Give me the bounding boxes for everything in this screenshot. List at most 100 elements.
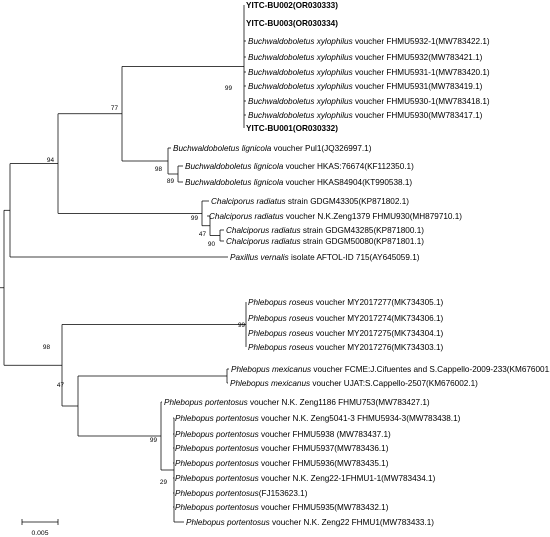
tip-label: Phlebopus roseus voucher MY2017276(MK734… <box>248 343 444 352</box>
tip-label-accession: voucher FHMU5930(MW783417.1) <box>353 111 483 120</box>
tip-label-accession: isolate AFTOL-ID 715(AY645059.1) <box>289 253 420 262</box>
tip-label-species: Phlebopus portentosus <box>175 459 259 468</box>
tip-label: Phlebopus roseus voucher MY2017274(MK734… <box>248 314 444 323</box>
tip-label-accession: voucher MY2017274(MK734306.1) <box>314 314 444 323</box>
tip-label-species: Buchwaldoboletus lignicola <box>185 162 284 171</box>
support-value: 29 <box>160 479 168 486</box>
tip-label-accession: voucher FHMU5930-1(MW783418.1) <box>353 97 490 106</box>
tip-label-accession: voucher FCME:J.Cifuentes and S.Cappello-… <box>311 365 550 374</box>
tip-label-species: Phlebopus roseus <box>248 314 314 323</box>
tip-label-accession: strain GDGM43305(KP871802.1) <box>286 197 410 206</box>
tip-label: Buchwaldoboletus xylophilus voucher FHMU… <box>248 37 490 46</box>
tip-label: Phlebopus portentosus voucher N.K. Zeng2… <box>175 474 436 483</box>
tip-label-species: Phlebopus portentosus <box>175 489 259 498</box>
tip-label-accession: strain GDGM50080(KP871801.1) <box>301 237 425 246</box>
tip-label: Phlebopus mexicanus voucher UJAT:S.Cappe… <box>230 379 478 388</box>
tip-label: Phlebopus roseus voucher MY2017275(MK734… <box>248 329 444 338</box>
support-value: 89 <box>167 178 175 185</box>
tip-label: Paxillus vernalis isolate AFTOL-ID 715(A… <box>230 253 420 262</box>
tip-label-accession: voucher MY2017275(MK734304.1) <box>314 329 444 338</box>
scale-bar-label: 0.005 <box>31 530 48 537</box>
tip-label: Phlebopus portentosus voucher FHMU5937(M… <box>175 444 389 453</box>
tip-label-accession: voucher FHMU5932(MW783421.1) <box>353 53 483 62</box>
tip-label-species: Phlebopus mexicanus <box>231 365 311 374</box>
support-value: 94 <box>47 157 55 164</box>
support-value: 99 <box>150 437 158 444</box>
tip-label: YITC-BU001(OR030332) <box>246 124 338 133</box>
tip-label-species: Phlebopus portentosus <box>186 518 270 527</box>
tip-label: Phlebopus portentosus voucher N.K. Zeng1… <box>164 398 430 407</box>
tip-label-species: Buchwaldoboletus xylophilus <box>248 97 353 106</box>
tip-label-species: Buchwaldoboletus xylophilus <box>248 53 353 62</box>
tip-label-accession: voucher N.K.Zeng1379 FHMU930(MH879710.1) <box>284 212 463 221</box>
tip-label-species: Buchwaldoboletus xylophilus <box>248 37 353 46</box>
tip-label-species: Phlebopus roseus <box>248 298 314 307</box>
support-value: 90 <box>208 241 216 248</box>
tip-label: Buchwaldoboletus xylophilus voucher FHMU… <box>248 111 483 120</box>
tip-label-accession: (FJ153623.1) <box>259 489 308 498</box>
tip-label-species: Phlebopus roseus <box>248 329 314 338</box>
support-value: 99 <box>238 322 246 329</box>
tip-label-accession: voucher FHMU5931(MW783419.1) <box>353 82 483 91</box>
tip-label-species: Buchwaldoboletus lignicola <box>173 144 272 153</box>
tip-label-species: Chalciporus radiatus <box>211 197 286 206</box>
tip-label-accession: voucher FHMU5931-1(MW783420.1) <box>353 68 490 77</box>
support-value: 47 <box>57 382 65 389</box>
tip-label-species: Buchwaldoboletus xylophilus <box>248 82 353 91</box>
tip-label-species: Phlebopus portentosus <box>175 444 259 453</box>
tip-label: Chalciporus radiatus voucher N.K.Zeng137… <box>209 212 462 221</box>
tip-label-species: Buchwaldoboletus xylophilus <box>248 111 353 120</box>
tip-label: Buchwaldoboletus xylophilus voucher FHMU… <box>248 82 483 91</box>
tip-label-species: Paxillus vernalis <box>230 253 289 262</box>
tip-label-accession: voucher N.K. Zeng1186 FHMU753(MW783427.1… <box>248 398 430 407</box>
tip-label-accession: YITC-BU003(OR030334) <box>246 19 338 28</box>
tip-label-species: Phlebopus portentosus <box>175 414 259 423</box>
tip-label: YITC-BU003(OR030334) <box>246 19 338 28</box>
support-value: 77 <box>111 105 119 112</box>
support-value: 98 <box>155 166 163 173</box>
tip-label-accession: YITC-BU001(OR030332) <box>246 124 338 133</box>
tree-branches <box>0 5 247 523</box>
tip-label: Phlebopus portentosus voucher N.K. Zeng5… <box>175 414 461 423</box>
tip-label-species: Phlebopus portentosus <box>164 398 248 407</box>
tip-label-accession: voucher FHMU5938 (MW783437.1) <box>259 430 391 439</box>
tip-label: Buchwaldoboletus xylophilus voucher FHMU… <box>248 97 490 106</box>
support-value: 47 <box>199 231 207 238</box>
tip-label-accession: strain GDGM43285(KP871800.1) <box>301 226 425 235</box>
support-value: 99 <box>191 215 199 222</box>
tip-label-species: Chalciporus radiatus <box>209 212 284 221</box>
tip-label-accession: voucher FHMU5935(MW783432.1) <box>259 503 389 512</box>
tip-label-species: Phlebopus portentosus <box>175 474 259 483</box>
tip-label-species: Chalciporus radiatus <box>226 237 301 246</box>
tip-label-species: Phlebopus roseus <box>248 343 314 352</box>
tip-label: Buchwaldoboletus xylophilus voucher FHMU… <box>248 53 483 62</box>
tip-label: Chalciporus radiatus strain GDGM43305(KP… <box>211 197 409 206</box>
tip-label: YITC-BU002(OR030333) <box>246 1 338 10</box>
tip-label: Buchwaldoboletus lignicola voucher HKAS:… <box>185 162 414 171</box>
tip-label-accession: voucher UJAT:S.Cappello-2507(KM676002.1) <box>310 379 478 388</box>
tip-label: Buchwaldoboletus lignicola voucher Pul1(… <box>173 144 372 153</box>
tip-label: Buchwaldoboletus xylophilus voucher FHMU… <box>248 68 490 77</box>
tip-label: Phlebopus portentosus voucher FHMU5935(M… <box>175 503 389 512</box>
tip-label-species: Phlebopus portentosus <box>175 503 259 512</box>
tip-label: Chalciporus radiatus strain GDGM50080(KP… <box>226 237 424 246</box>
tip-label: Phlebopus portentosus voucher N.K. Zeng2… <box>186 518 434 527</box>
tip-label: Phlebopus portentosus voucher FHMU5938 (… <box>175 430 391 439</box>
support-value: 99 <box>225 85 233 92</box>
tip-label: Chalciporus radiatus strain GDGM43285(KP… <box>226 226 424 235</box>
tip-label-species: Buchwaldoboletus lignicola <box>185 178 284 187</box>
tip-label: Phlebopus portentosus voucher FHMU5936(M… <box>175 459 389 468</box>
tip-label-accession: voucher HKAS:76674(KF112350.1) <box>283 162 414 171</box>
tip-label-accession: voucher HKAS84904(KT990538.1) <box>283 178 412 187</box>
tip-label: Phlebopus mexicanus voucher FCME:J.Cifue… <box>231 365 550 374</box>
tip-label-accession: voucher FHMU5937(MW783436.1) <box>259 444 389 453</box>
tip-label-accession: voucher MY2017277(MK734305.1) <box>314 298 444 307</box>
tip-labels: YITC-BU002(OR030333) YITC-BU003(OR030334)… <box>164 1 550 527</box>
support-value: 98 <box>43 344 51 351</box>
tip-label-accession: voucher N.K. Zeng5041-3 FHMU5934-3(MW783… <box>259 414 461 423</box>
tip-label-accession: voucher Pul1(JQ326997.1) <box>271 144 371 153</box>
tip-label-species: Chalciporus radiatus <box>226 226 301 235</box>
scale-bar: 0.005 <box>21 519 59 537</box>
